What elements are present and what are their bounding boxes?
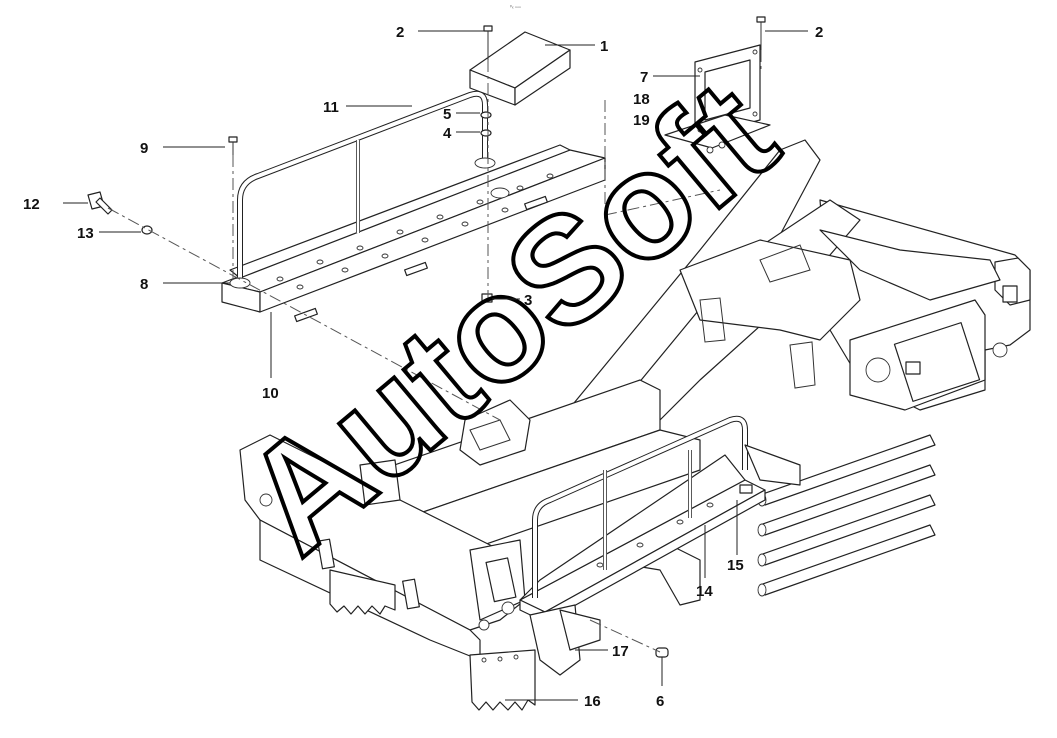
- small-hardware: [87, 16, 766, 658]
- callout-6: 6: [656, 693, 664, 710]
- callout-1: 1: [600, 38, 608, 55]
- callout-2-right: 2: [815, 24, 823, 41]
- bracket-part-1: [469, 31, 571, 106]
- callout-4: 4: [443, 125, 452, 142]
- lower-platform: [519, 415, 801, 623]
- callout-19: 19: [633, 112, 650, 129]
- main-frame: [239, 139, 1031, 661]
- callout-8: 8: [140, 276, 148, 293]
- callout-17: 17: [612, 643, 629, 660]
- callout-11: 11: [323, 99, 339, 116]
- callout-18: 18: [633, 91, 650, 108]
- callout-10: 10: [262, 385, 279, 402]
- callout-5: 5: [443, 106, 451, 123]
- assembly-centerlines: [107, 50, 762, 653]
- callout-13: 13: [77, 225, 94, 242]
- callout-16: 16: [584, 693, 601, 710]
- top-platform: [221, 144, 606, 323]
- callout-15: 15: [727, 557, 744, 574]
- callout-2-top: 2: [396, 24, 404, 41]
- header-mark: ᵖₓ ₘₘ: [510, 4, 521, 10]
- callout-labels: 2 1 2 7 18 19 11 5 4 9 12 13 8 3 10 14 1…: [23, 24, 823, 710]
- callout-7: 7: [640, 69, 648, 86]
- callout-3: 3: [524, 292, 532, 309]
- mounting-plate: [664, 44, 771, 154]
- mudflap: [469, 604, 601, 711]
- callout-14: 14: [696, 583, 713, 600]
- leader-lines: [63, 30, 808, 701]
- callout-9: 9: [140, 140, 148, 157]
- callout-12: 12: [23, 196, 40, 213]
- handrail-top: [229, 90, 496, 289]
- platform-holes: [276, 173, 554, 290]
